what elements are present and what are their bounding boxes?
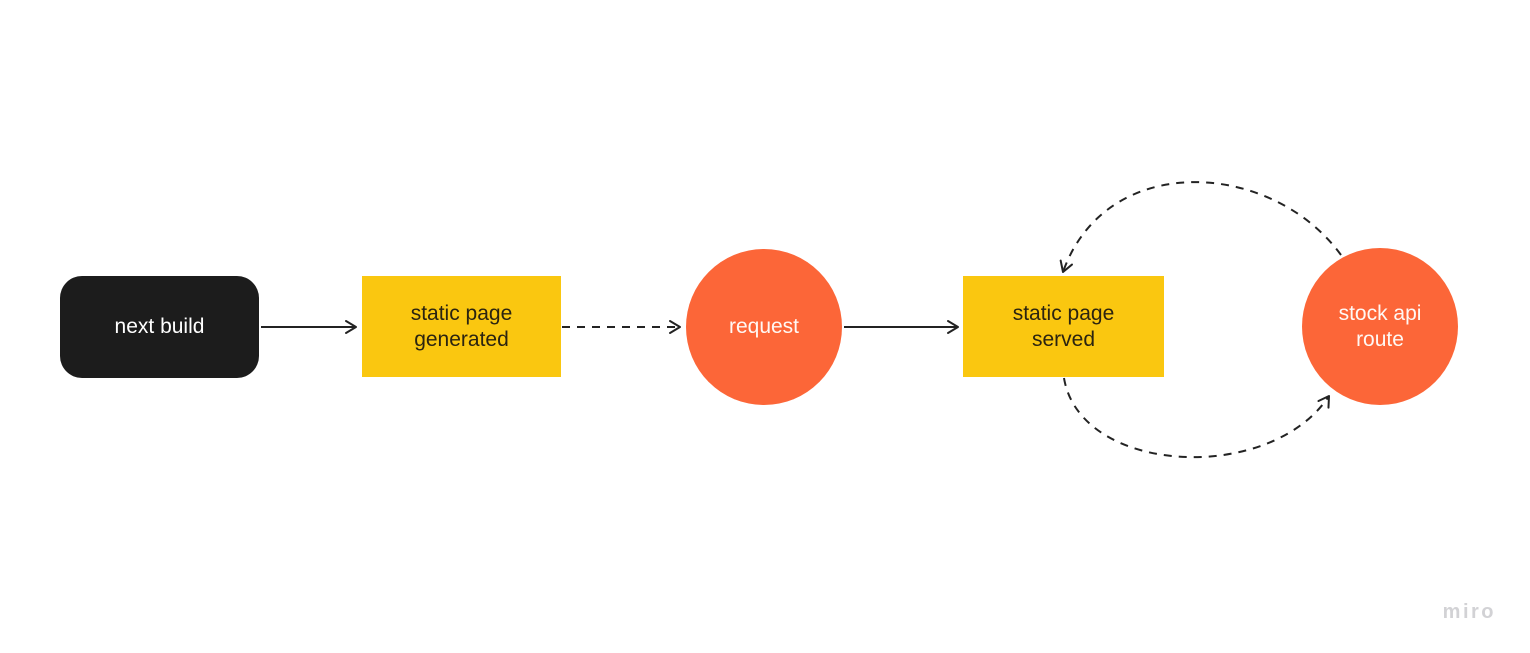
node-next-build[interactable]: next build	[60, 276, 259, 378]
node-next-build-label: next build	[114, 315, 205, 338]
miro-watermark: miro	[1442, 601, 1496, 623]
node-static-page-served-label: static page served	[1012, 301, 1115, 351]
node-stock-api-route[interactable]: stock api route	[1302, 248, 1458, 405]
node-static-page-generated-label: static page generated	[410, 301, 513, 351]
node-request-label: request	[728, 315, 800, 338]
node-static-page-generated[interactable]: static page generated	[362, 276, 561, 377]
edge-served-to-stockapi-bottom-curve[interactable]	[1063, 377, 1330, 459]
node-static-page-served[interactable]: static page served	[963, 276, 1164, 377]
edge-stockapi-to-served-top-curve[interactable]	[1059, 181, 1342, 273]
node-request[interactable]: request	[686, 249, 842, 405]
node-stock-api-route-label: stock api route	[1338, 301, 1422, 351]
